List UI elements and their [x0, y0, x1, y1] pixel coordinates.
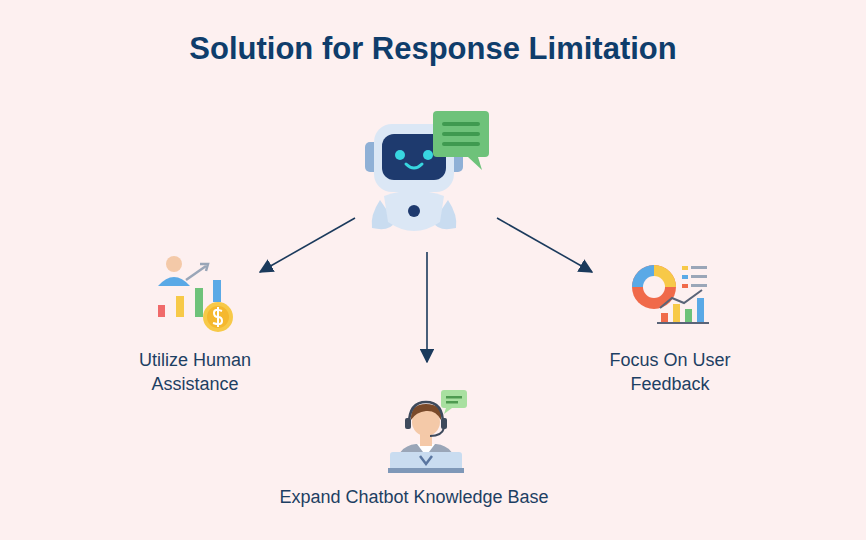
feedback-chart-icon	[632, 265, 709, 323]
label: Expand Chatbot Knowledge Base	[204, 485, 624, 509]
label: Utilize Human Assistance	[110, 348, 280, 396]
arrow	[260, 218, 592, 362]
title: Solution for Response Limitation	[53, 31, 813, 67]
speech-bubble-icon	[433, 111, 489, 170]
support-agent-icon	[388, 390, 467, 473]
label: Focus On User Feedback	[585, 348, 755, 396]
growth-icon	[158, 256, 233, 332]
